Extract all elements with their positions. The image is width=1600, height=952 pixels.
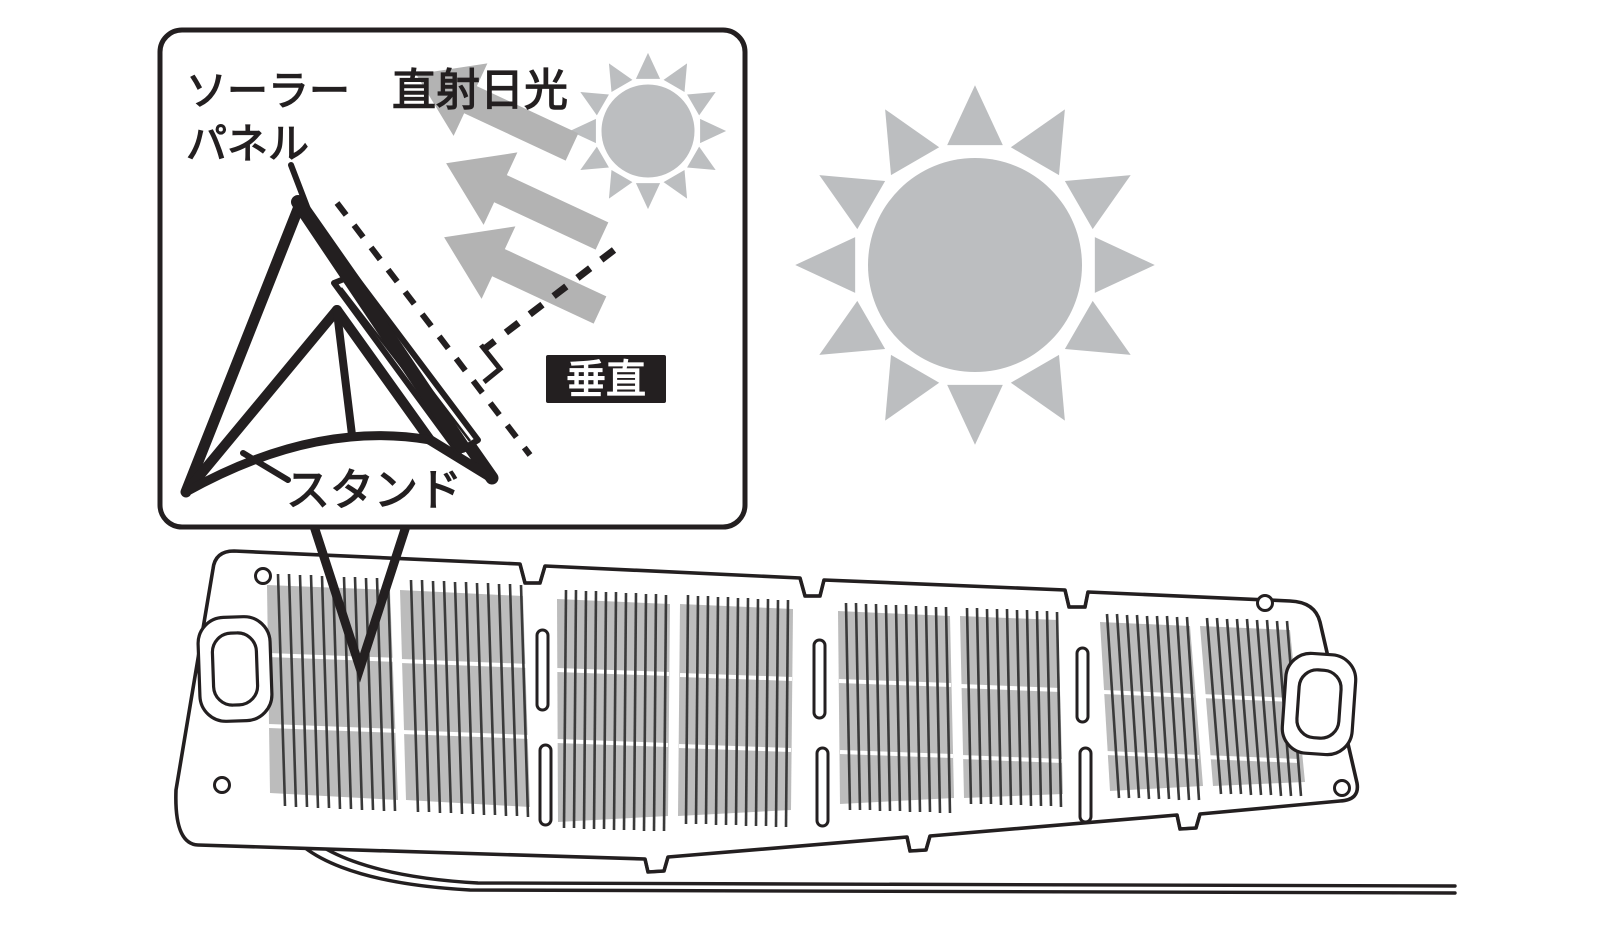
panel-axis-dashed-line <box>334 201 533 457</box>
label-solar-panel-line1: ソーラー <box>186 67 350 115</box>
label-stand: スタンド <box>286 465 462 516</box>
detail-callout-box: ソーラー パネル 直射日光 スタンド 垂直 <box>157 27 748 530</box>
folding-solar-panel <box>174 549 1457 895</box>
panel-segment-4 <box>1100 613 1305 801</box>
leader-line-solar-panel <box>288 162 312 215</box>
leader-line-stand <box>240 450 291 483</box>
panel-segment-1 <box>267 573 531 818</box>
callout-pointer <box>307 518 413 683</box>
panel-fold-slots <box>535 628 1093 828</box>
stand-and-panel-drawing <box>180 195 499 498</box>
right-angle-marker <box>479 343 504 384</box>
panel-segment-2 <box>556 589 793 832</box>
badge-background <box>546 355 666 403</box>
panel-handle-right <box>1280 651 1358 757</box>
label-solar-panel-line2: パネル <box>186 120 309 168</box>
badge-label: 垂直 <box>566 357 646 403</box>
panel-handle-left <box>196 615 274 723</box>
panel-segment-3 <box>838 602 1063 814</box>
panel-fold-lines <box>518 563 1202 874</box>
panel-eyelets <box>213 567 1351 797</box>
label-direct-sunlight: 直射日光 <box>392 65 568 116</box>
status-badge-perpendicular: 垂直 <box>546 355 666 403</box>
